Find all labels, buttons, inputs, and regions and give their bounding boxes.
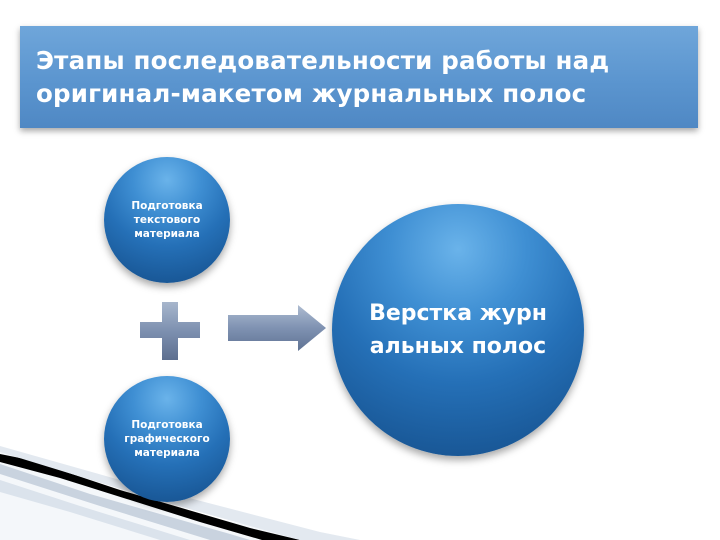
page-title: Этапы последовательности работы над ориг…	[36, 46, 610, 108]
graphic-material-label: Подготовка графического материала	[124, 419, 210, 459]
layout-result-circle: Верстка журнальных полос	[332, 204, 584, 456]
decorative-stripes	[0, 446, 360, 540]
title-banner: Этапы последовательности работы над ориг…	[20, 26, 698, 128]
plus-icon	[140, 302, 200, 360]
layout-result-label: Верстка журнальных полос	[369, 301, 547, 359]
text-material-circle: Подготовка текстового материала	[104, 157, 230, 283]
graphic-material-circle: Подготовка графического материала	[104, 376, 230, 502]
right-arrow-icon	[228, 305, 326, 351]
text-material-label: Подготовка текстового материала	[131, 200, 203, 240]
